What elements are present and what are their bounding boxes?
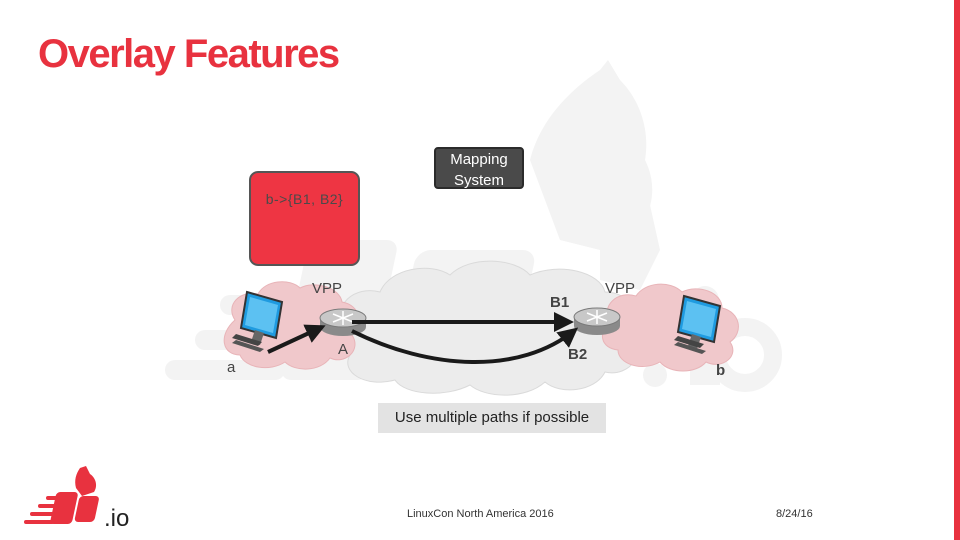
mapping-system-line-2: System (453, 172, 504, 189)
host-a-computer-icon (232, 290, 284, 352)
locator-b1-label: B1 (550, 294, 570, 311)
vpp-right-label: VPP (605, 280, 636, 297)
fib-entry-label: b->{B1, B2} (265, 191, 344, 207)
router-a-label: A (338, 341, 349, 358)
vpp-left-label: VPP (312, 280, 343, 297)
path-arrow-b2 (351, 327, 579, 364)
router-b-icon (573, 307, 621, 335)
host-a-label: a (227, 359, 236, 376)
host-b-label: b (716, 362, 726, 379)
mapping-system-box: Mapping System (434, 147, 524, 189)
host-b-computer-icon (674, 294, 722, 354)
slide-title: Overlay Features (38, 32, 340, 76)
caption-box: Use multiple paths if possible (378, 403, 606, 433)
footer-event: LinuxCon North America 2016 (407, 508, 554, 520)
locator-b2-label: B2 (568, 346, 588, 363)
fib-entry-box: b->{B1, B2} (249, 171, 360, 266)
fdio-dog-logo-icon (24, 466, 99, 524)
logo-io-text: .io (104, 505, 130, 532)
footer-date: 8/24/16 (776, 508, 813, 520)
site-b-cloud (602, 283, 739, 372)
mapping-system-line-1: Mapping (450, 151, 508, 168)
path-arrow-a (267, 324, 326, 354)
accent-bar (954, 0, 960, 540)
